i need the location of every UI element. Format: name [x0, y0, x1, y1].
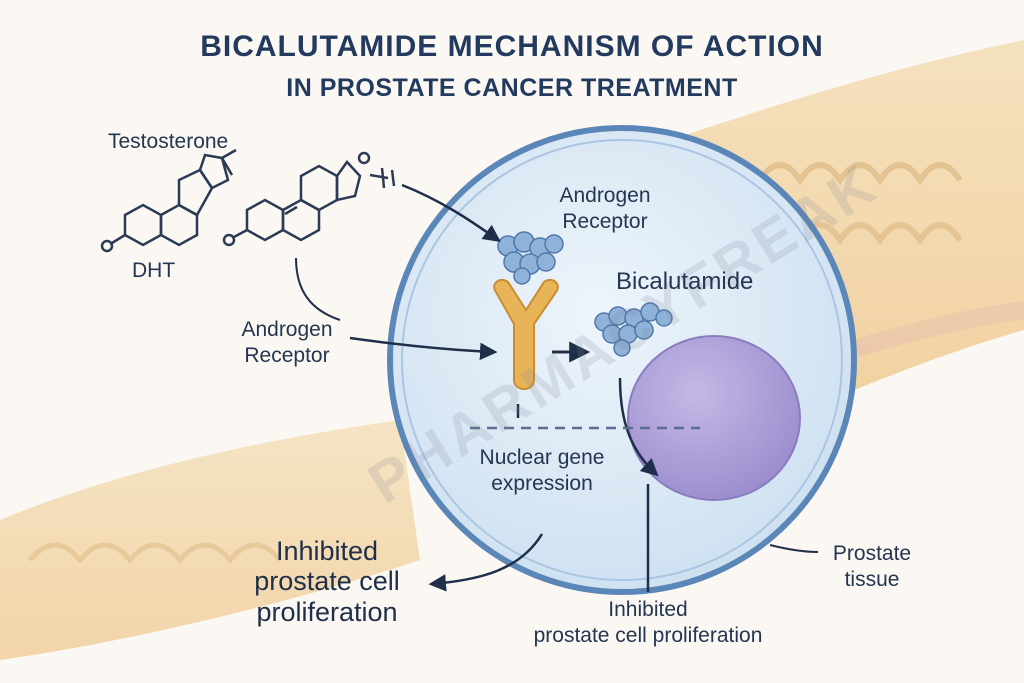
label-prostate-tissue-2: tissue — [844, 568, 900, 591]
dht-molecule-icon — [100, 148, 237, 253]
testosterone-molecule-icon — [222, 151, 396, 247]
leader-prostate-tissue — [769, 544, 819, 553]
label-nuclear-gene-2: expression — [491, 472, 593, 495]
label-inhibited-left-3: proliferation — [256, 597, 398, 627]
label-androgen-receptor-inside-2: Receptor — [562, 210, 648, 233]
label-bicalutamide: Bicalutamide — [616, 268, 754, 295]
arrow-label-to-y-receptor — [349, 336, 498, 361]
arrow-to-inhibited-left — [428, 533, 544, 592]
label-inhibited-left-1: Inhibited — [275, 536, 379, 566]
label-nuclear-gene-1: Nuclear gene — [479, 446, 605, 469]
label-inhibited-bottom-2: prostate cell proliferation — [533, 624, 763, 647]
bicalutamide-molecule-icon — [594, 302, 673, 357]
leader-dht — [295, 257, 341, 321]
title-line-2: IN PROSTATE CANCER TREATMENT — [286, 74, 738, 102]
label-testosterone: Testosterone — [108, 130, 229, 153]
label-androgen-receptor-left-1: Androgen — [241, 318, 333, 341]
label-dht: DHT — [132, 259, 176, 282]
label-inhibited-bottom-1: Inhibited — [608, 598, 688, 621]
title-line-1: BICALUTAMIDE MECHANISM OF ACTION — [200, 30, 824, 63]
label-inhibited-left-2: prostate cell — [254, 566, 400, 596]
androgen-receptor-icon — [497, 231, 564, 285]
arrow-testosterone-to-receptor — [401, 183, 501, 243]
y-receptor-icon — [493, 278, 559, 390]
label-androgen-receptor-left-2: Receptor — [244, 344, 330, 367]
label-prostate-tissue-1: Prostate — [832, 542, 912, 565]
label-androgen-receptor-inside-1: Androgen — [559, 184, 651, 207]
nucleus — [627, 335, 801, 501]
arrow-bicalutamide-to-nucleus — [618, 377, 659, 477]
